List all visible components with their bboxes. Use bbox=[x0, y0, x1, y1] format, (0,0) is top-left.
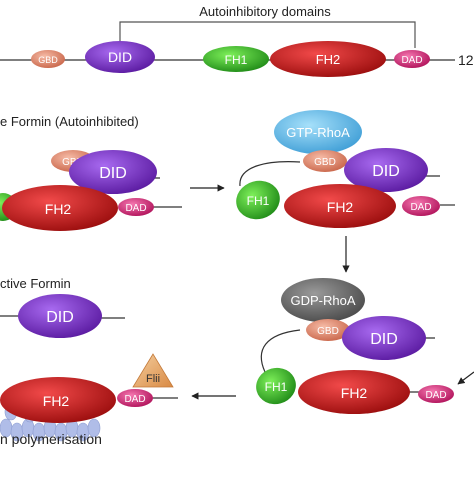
fh2-domain bbox=[2, 185, 118, 231]
did-label: DID bbox=[372, 163, 400, 180]
fh2-domain bbox=[0, 377, 116, 423]
dad-label: DAD bbox=[401, 55, 422, 66]
active-label: ctive Formin bbox=[0, 276, 71, 291]
fh2-label: FH2 bbox=[316, 52, 341, 67]
gbd-label: GBD bbox=[314, 157, 336, 168]
fh1-label: FH1 bbox=[265, 380, 288, 394]
gtp-rhoa-label: GTP-RhoA bbox=[286, 125, 350, 140]
did-domain bbox=[69, 150, 157, 194]
gdp-rhoa-formin: GDP-RhoA GBD DID FH1 FH2 DAD bbox=[256, 278, 454, 414]
autoinhibitory-title: Autoinhibitory domains bbox=[199, 4, 331, 19]
fh2-label: FH2 bbox=[327, 199, 354, 215]
fh1-domain bbox=[236, 180, 280, 220]
gbd-label: GBD bbox=[317, 326, 339, 337]
arrow-into-dad bbox=[457, 371, 474, 385]
gbd-domain bbox=[303, 150, 347, 172]
did-domain bbox=[85, 41, 155, 73]
fh2-domain bbox=[284, 184, 396, 228]
dad-label: DAD bbox=[410, 202, 431, 213]
active-formin: ctive Formin DID FH2 DAD Flii n polymeri… bbox=[0, 276, 178, 447]
dad-label: DAD bbox=[125, 203, 146, 214]
fh1-domain bbox=[203, 46, 269, 72]
did-label: DID bbox=[108, 49, 132, 65]
gbd-label: GBD bbox=[38, 55, 58, 65]
fh1-domain bbox=[256, 367, 296, 405]
autoinhibited-formin: e Formin (Autoinhibited) GBD DID FH2 DAD bbox=[0, 114, 182, 231]
fh2-label: FH2 bbox=[341, 385, 368, 401]
gbd-domain bbox=[31, 50, 65, 68]
fh1-label: FH1 bbox=[225, 53, 248, 67]
dad-domain bbox=[117, 389, 153, 407]
fh2-label: FH2 bbox=[45, 201, 72, 217]
gdp-rhoa-label: GDP-RhoA bbox=[290, 293, 355, 308]
dad-label: DAD bbox=[124, 394, 145, 405]
did-domain bbox=[344, 148, 428, 192]
fh1-label: FH1 bbox=[247, 194, 270, 208]
gbd-label: GBD bbox=[62, 157, 84, 168]
did-domain bbox=[342, 316, 426, 360]
gtp-rhoa-bound-formin: GTP-RhoA GBD DID FH1 FH2 DAD bbox=[236, 110, 455, 228]
dad-domain bbox=[418, 385, 454, 403]
dad-domain bbox=[402, 196, 440, 216]
autoinhibitory-bracket bbox=[119, 21, 416, 48]
protein-length-label: 12 bbox=[458, 52, 474, 68]
gtp-rhoa bbox=[274, 110, 362, 154]
did-label: DID bbox=[46, 309, 74, 326]
fh2-domain bbox=[270, 41, 386, 77]
dad-label: DAD bbox=[425, 390, 446, 401]
flii-label: Flii bbox=[146, 373, 160, 385]
polymerisation-label: n polymerisation bbox=[0, 431, 102, 447]
did-label: DID bbox=[370, 331, 398, 348]
fh2-domain bbox=[298, 370, 410, 414]
did-label: DID bbox=[99, 165, 127, 182]
did-domain bbox=[18, 294, 102, 338]
autoinhibited-label: e Formin (Autoinhibited) bbox=[0, 114, 139, 129]
dad-domain bbox=[394, 50, 430, 68]
dad-domain bbox=[118, 198, 154, 216]
fh2-label: FH2 bbox=[43, 393, 70, 409]
gdp-rhoa bbox=[281, 278, 365, 322]
flii-triangle bbox=[132, 353, 174, 388]
gbd-domain bbox=[306, 319, 350, 341]
domain-map: Autoinhibitory domains GBD DID FH1 FH2 D… bbox=[0, 4, 474, 77]
